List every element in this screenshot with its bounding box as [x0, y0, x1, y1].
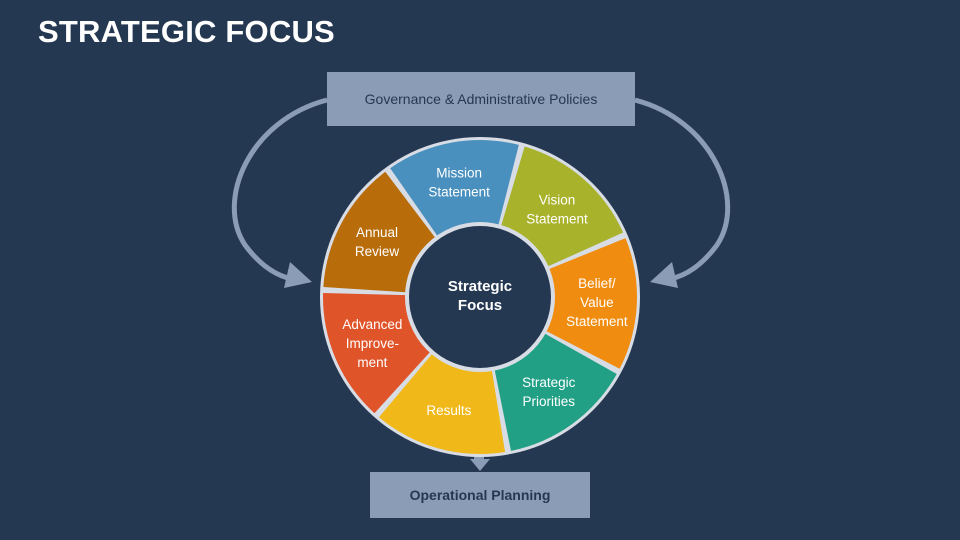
- operational-planning-box: Operational Planning: [370, 472, 590, 518]
- segment-label: Belief/: [578, 276, 616, 291]
- segment-label: Statement: [526, 211, 588, 226]
- down-arrowhead-icon: [470, 459, 490, 471]
- ring-segment: [323, 171, 436, 293]
- governance-label: Governance & Administrative Policies: [364, 91, 598, 107]
- segment-label: Strategic: [522, 375, 576, 390]
- segment-label: Value: [580, 295, 614, 310]
- segment-label: Results: [426, 403, 471, 418]
- ring-segment: [390, 139, 519, 238]
- segment-label: Improve-: [346, 336, 399, 351]
- left-curved-arrow: [231, 97, 328, 283]
- ring-segment: [378, 352, 506, 454]
- segment-label: Annual: [356, 225, 398, 240]
- segment-label: Review: [355, 244, 400, 259]
- segment-label: Priorities: [523, 394, 576, 409]
- governance-box: Governance & Administrative Policies: [327, 72, 635, 126]
- segment-label: Mission: [436, 165, 482, 180]
- right-curved-arrow: [634, 97, 731, 283]
- operational-planning-label: Operational Planning: [409, 487, 551, 503]
- center-label-line-1: Strategic: [448, 278, 512, 295]
- ring-segment: [322, 292, 431, 414]
- ring-segment: [494, 332, 617, 451]
- segment-label: Vision: [539, 192, 576, 207]
- segment-label: Statement: [566, 314, 628, 329]
- center-circle: [405, 222, 555, 372]
- ring-segment: [500, 146, 624, 268]
- segment-label: Statement: [428, 184, 490, 199]
- ring-segment: [544, 238, 637, 369]
- page-title: STRATEGIC FOCUS: [38, 14, 335, 49]
- right-arrowhead-icon: [650, 262, 678, 288]
- left-arrowhead-icon: [284, 262, 312, 288]
- segment-label: ment: [357, 355, 387, 370]
- segment-label: Advanced: [342, 317, 402, 332]
- center-label-line-2: Focus: [458, 297, 502, 314]
